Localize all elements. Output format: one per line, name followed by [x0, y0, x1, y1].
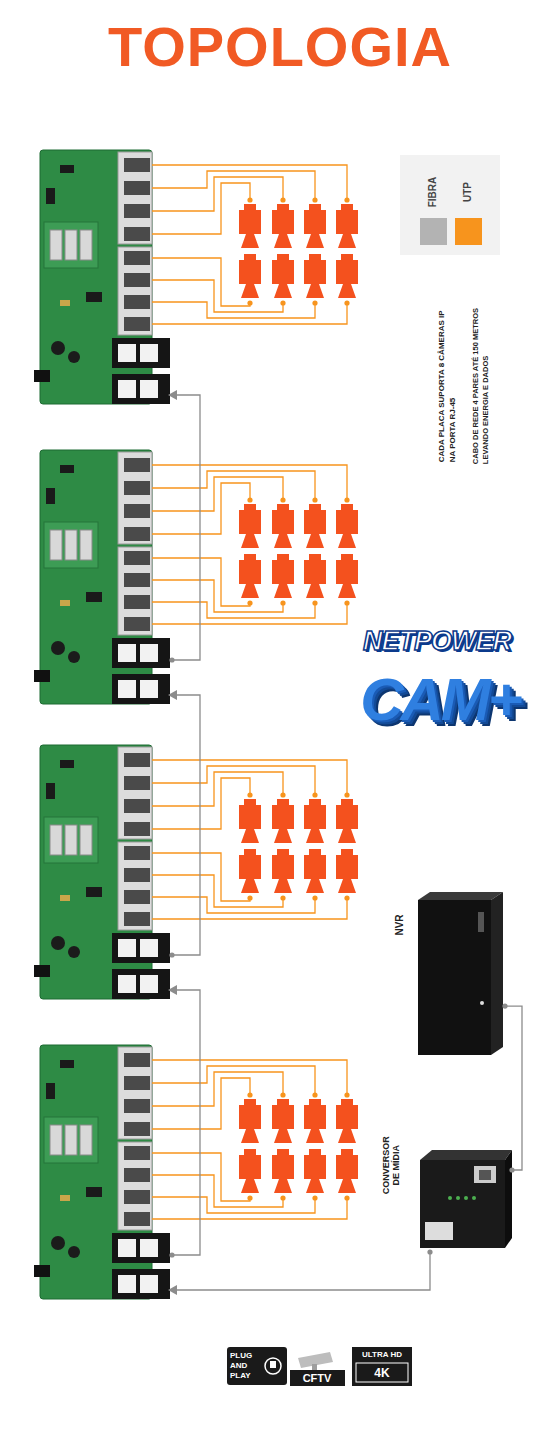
fiber-arrow	[168, 690, 177, 700]
camera-icon	[312, 1364, 317, 1370]
media-converter	[420, 1150, 512, 1248]
badge-text: ULTRA HD	[352, 1350, 412, 1360]
device-label: NVR	[394, 905, 406, 945]
converter-rj45-slot	[479, 1170, 491, 1180]
fiber-ends	[168, 390, 433, 1295]
fiber-cable	[172, 395, 200, 660]
badge-uhd-inner	[356, 1363, 408, 1382]
converter-led	[472, 1196, 476, 1200]
fiber-dot	[169, 1252, 174, 1257]
plug-icon	[270, 1361, 276, 1368]
converter-fiber-port	[425, 1222, 453, 1240]
fiber-connector	[505, 1006, 522, 1170]
nvr-front	[418, 900, 491, 1055]
board-unit	[34, 745, 358, 999]
fiber-arrow	[168, 985, 177, 995]
badge-cftv	[290, 1370, 345, 1386]
converter-led	[464, 1196, 468, 1200]
fiber-arrow	[168, 390, 177, 400]
logo-text: CAM+	[335, 664, 545, 736]
badge-plug	[227, 1347, 287, 1385]
note-text: CADA PLACA SUPORTA 8 CÂMERAS IP NA PORTA…	[436, 297, 458, 462]
converter-led	[456, 1196, 460, 1200]
fiber-dot	[169, 952, 174, 957]
fiber-cable	[172, 395, 430, 1290]
note-text: CABO DE REDE 4 PARES ATÉ 150 METROS LEVA…	[471, 292, 491, 464]
board-unit	[34, 1045, 358, 1299]
badges	[227, 1347, 412, 1386]
fiber-dot	[427, 1249, 432, 1254]
converter-box: CONVERSOR DE MÍDIA	[418, 1150, 512, 1250]
fiber-cable	[172, 990, 200, 1255]
board-unit	[34, 450, 358, 704]
connector-dot	[509, 1167, 514, 1172]
fiber-cable	[172, 695, 200, 955]
badge-uhd	[352, 1347, 412, 1386]
converter-rj45	[474, 1166, 496, 1183]
legend-panel	[400, 155, 500, 255]
logo-text: NETPOWER	[342, 625, 532, 657]
nvr-port	[478, 912, 484, 932]
page-title: TOPOLOGIA	[30, 13, 530, 80]
badge-text: CFTV	[290, 1372, 344, 1385]
device-label: CONVERSOR DE MÍDIA	[381, 1133, 402, 1197]
nvr-side	[491, 892, 503, 1055]
badge-text: 4K	[357, 1366, 407, 1380]
converter-body	[420, 1160, 505, 1248]
converter-side	[505, 1150, 512, 1248]
nvr-device	[418, 892, 503, 1055]
fiber-cable	[172, 1252, 430, 1290]
legend-text: FIBRA	[427, 167, 439, 217]
converter-top	[420, 1150, 512, 1160]
board-unit	[34, 150, 358, 404]
nvr-led	[480, 1001, 484, 1005]
legend-swatch	[455, 218, 482, 245]
fiber-dot	[169, 657, 174, 662]
connector-dot	[502, 1004, 507, 1009]
fiber-arrow	[168, 1285, 177, 1295]
plug-icon	[265, 1358, 281, 1374]
converter-led	[448, 1196, 452, 1200]
nvr-box: NVR	[415, 892, 505, 1055]
badge-text: PLUG AND PLAY	[230, 1351, 262, 1381]
nvr-top	[418, 892, 503, 900]
legend-text: UTP	[462, 167, 474, 217]
legend-swatch	[420, 218, 447, 245]
